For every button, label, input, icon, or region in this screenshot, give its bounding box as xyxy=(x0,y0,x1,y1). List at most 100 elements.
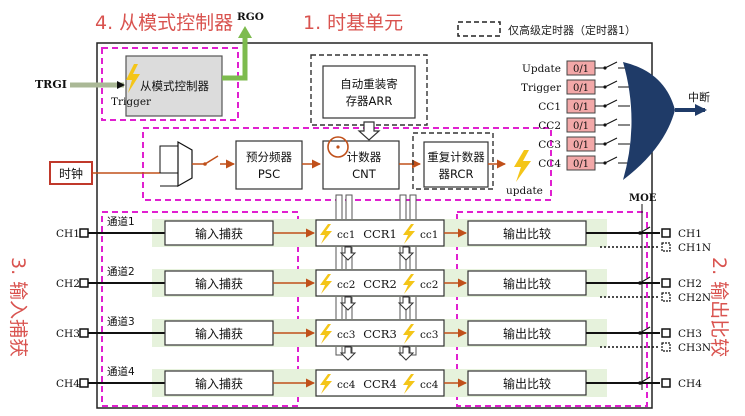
complementary-pin-label-ch2: CH2N xyxy=(678,292,711,304)
ccr-label-ch2: CCR2 xyxy=(363,277,397,291)
interrupt-or-gate xyxy=(623,62,675,180)
cc-lightning-icon xyxy=(403,274,415,294)
complementary-pin-label-ch3: CH3N xyxy=(678,342,711,354)
flag-value-cc2: 0/1 xyxy=(573,121,589,132)
update-lightning-icon xyxy=(514,150,531,182)
cc-lightning-icon xyxy=(320,374,332,394)
output-compare-label-ch1: 输出比较 xyxy=(503,226,551,241)
cc-left-label-ch2: cc2 xyxy=(337,279,355,291)
input-capture-block-ch1 xyxy=(164,220,274,246)
flag-name-update: Update xyxy=(522,63,561,75)
output-compare-label-ch3: 输出比较 xyxy=(503,326,551,341)
bus-down-arrow-ch2 xyxy=(339,296,357,311)
bus-down-arrow-ch3 xyxy=(339,346,357,361)
flag-value-cc1: 0/1 xyxy=(573,102,589,113)
ccr-block-ch4 xyxy=(315,369,445,397)
cc-lightning-icon xyxy=(320,224,332,244)
switch-pivot xyxy=(203,162,207,166)
title-slave-mode: 4. 从模式控制器 xyxy=(95,12,233,34)
flag-switch xyxy=(604,118,618,126)
psc-label-line1: 预分频器 xyxy=(246,150,292,164)
input-pin-label-ch1: CH1 xyxy=(56,228,80,240)
complementary-pin-ch2 xyxy=(661,292,671,302)
channel-label-ch3: 通道3 xyxy=(107,315,135,328)
arr-label-line1: 自动重装寄 xyxy=(340,77,398,91)
output-pin-ch3 xyxy=(661,328,671,338)
arr-block xyxy=(322,65,416,119)
complementary-pin-ch1 xyxy=(661,242,671,252)
legend-text: 仅高级定时器（定时器1） xyxy=(508,23,636,37)
bus-down-arrow-ch1 xyxy=(339,246,357,261)
moe-switch-ch2 xyxy=(639,276,651,284)
clock-route xyxy=(159,145,178,173)
clock-mux xyxy=(177,140,193,188)
cc-left-label-ch1: cc1 xyxy=(337,229,355,241)
flag-name-cc3: CC3 xyxy=(538,139,561,151)
output-pin-ch2 xyxy=(661,278,671,288)
trgi-label: TRGI xyxy=(35,78,67,91)
input-capture-label-ch2: 输入捕获 xyxy=(195,276,243,291)
output-pin-ch4 xyxy=(661,378,671,388)
input-capture-region xyxy=(101,211,299,407)
update-signal-label: update xyxy=(506,185,543,197)
ccr-label-ch3: CCR3 xyxy=(363,327,397,341)
timer-frame xyxy=(96,42,653,409)
input-capture-label-ch4: 输入捕获 xyxy=(195,376,243,391)
moe-switch-ch4 xyxy=(639,376,651,384)
slave-lightning-icon xyxy=(126,64,140,93)
output-pin-label-ch3: CH3 xyxy=(678,328,702,340)
flag-value-update: 0/1 xyxy=(573,64,589,75)
flag-switch xyxy=(604,61,618,69)
flag-switch xyxy=(604,156,618,164)
flag-switch xyxy=(604,99,618,107)
cc-right-label-ch2: cc2 xyxy=(420,279,438,291)
moe-switch-ch3 xyxy=(639,326,651,334)
trigger-signal-label: Trigger xyxy=(111,96,152,108)
rcr-block xyxy=(423,141,489,188)
output-compare-block-ch1 xyxy=(467,220,587,246)
moe-switch-ch1 xyxy=(639,226,651,234)
arr-label-line2: 存器ARR xyxy=(346,94,393,108)
clock-label: 时钟 xyxy=(59,166,83,181)
flag-name-trigger: Trigger xyxy=(521,82,562,94)
flag-value-trigger: 0/1 xyxy=(573,83,589,94)
output-compare-label-ch2: 输出比较 xyxy=(503,276,551,291)
psc-label-line2: PSC xyxy=(258,167,280,181)
rcr-dashed-frame xyxy=(412,132,494,190)
ccr-block-ch2 xyxy=(315,269,445,297)
arr-to-cnt-arrow xyxy=(357,121,381,141)
cc-lightning-icon xyxy=(403,324,415,344)
rcr-label-line1: 重复计数器 xyxy=(427,150,485,164)
cnt-block xyxy=(322,140,400,190)
rgo-arrowhead xyxy=(238,26,252,38)
complementary-pin-ch3 xyxy=(661,342,671,352)
cc-left-label-ch4: cc4 xyxy=(337,379,356,391)
slave-mode-controller-label: 从模式控制器 xyxy=(140,79,209,93)
output-compare-label-ch4: 输出比较 xyxy=(503,376,551,391)
cc-lightning-icon xyxy=(320,324,332,344)
cc-lightning-icon xyxy=(320,274,332,294)
input-pin-ch3 xyxy=(79,328,89,338)
bus-down-arrow-r-ch2 xyxy=(397,296,415,311)
cc-left-label-ch3: cc3 xyxy=(337,329,355,341)
bus-down-arrow-r-ch1 xyxy=(397,246,415,261)
cc-lightning-icon xyxy=(403,374,415,394)
input-capture-block-ch4 xyxy=(164,370,274,396)
channel-label-ch4: 通道4 xyxy=(107,365,135,378)
psc-block xyxy=(235,140,303,190)
flag-value-cc3: 0/1 xyxy=(573,140,589,151)
ccr-label-ch4: CCR4 xyxy=(363,377,397,391)
output-pin-label-ch4: CH4 xyxy=(678,378,702,390)
cnt-highlight-dot xyxy=(336,145,340,149)
channel-label-ch1: 通道1 xyxy=(107,215,135,228)
cc-right-label-ch1: cc1 xyxy=(420,229,438,241)
cc-right-label-ch4: cc4 xyxy=(420,379,439,391)
output-compare-block-ch2 xyxy=(467,270,587,296)
bus-down-arrow-r-ch3 xyxy=(397,346,415,361)
clock-switch xyxy=(204,155,219,165)
legend-dashed-box xyxy=(457,21,501,37)
complementary-pin-label-ch1: CH1N xyxy=(678,242,711,254)
input-pin-ch1 xyxy=(79,228,89,238)
